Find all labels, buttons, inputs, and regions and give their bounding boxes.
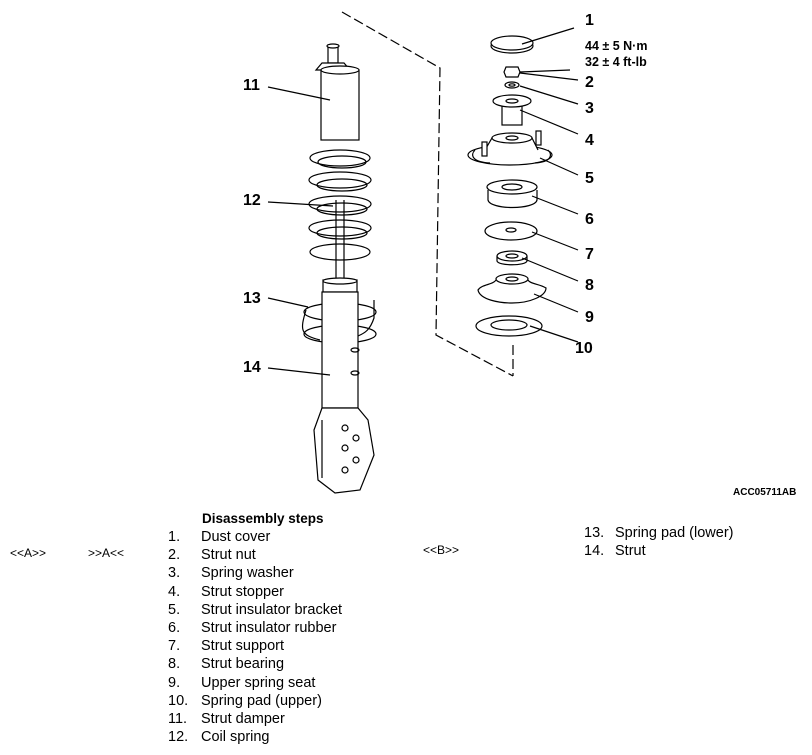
step-item: 5. Strut insulator bracket [160, 601, 342, 619]
reference-code: ACC05711AB [733, 487, 797, 498]
upper-spring-seat-part [477, 273, 547, 304]
callout-9: 9 [585, 309, 594, 326]
step-number: 13. [584, 525, 605, 541]
step-item: 7. Strut support [160, 637, 342, 655]
step-number: 5. [168, 601, 181, 618]
callout-13: 13 [243, 290, 261, 307]
callout-7: 7 [585, 246, 594, 263]
step-label: Coil spring [201, 729, 270, 746]
note-tag-b: <<B>> [423, 543, 460, 557]
step-number: 1. [168, 529, 181, 545]
callout-11: 11 [243, 77, 260, 94]
step-item: 13. Spring pad (lower) [578, 524, 733, 542]
callout-6: 6 [585, 211, 594, 228]
callout-10: 10 [575, 340, 593, 357]
step-item: 3. Spring washer [160, 564, 342, 582]
strut-bearing-part [496, 250, 528, 266]
strut-insulator-rubber-part [486, 179, 538, 209]
callout-8: 8 [585, 277, 594, 294]
strut-part [301, 277, 377, 494]
step-label: Strut insulator bracket [201, 601, 343, 618]
step-label: Strut stopper [201, 583, 285, 600]
torque-nm: 44 ± 5 N·m [585, 39, 647, 53]
strut-insulator-bracket-part [467, 130, 553, 166]
callout-labels: 1 44 ± 5 N·m 32 ± 4 ft-lb 2 3 4 5 6 7 8 … [243, 12, 647, 376]
step-label: Spring pad (lower) [615, 525, 734, 541]
callout-12: 12 [243, 192, 261, 209]
step-item: 14. Strut [578, 542, 733, 560]
strut-nut-part [503, 66, 521, 78]
step-item: 6. Strut insulator rubber [160, 619, 342, 637]
note-tag-a-left: <<A>> [10, 546, 47, 560]
strut-stopper-part [492, 94, 532, 126]
step-label: Spring pad (upper) [201, 692, 322, 709]
step-number: 6. [168, 619, 181, 636]
step-number: 12. [168, 729, 189, 746]
assembly-dash-line [341, 11, 514, 377]
step-item: 1. Dust cover [160, 528, 342, 546]
torque-ftlb: 32 ± 4 ft-lb [585, 55, 647, 69]
step-number: 7. [168, 638, 181, 655]
step-label: Strut insulator rubber [201, 619, 337, 636]
step-label: Strut bearing [201, 656, 285, 673]
callout-14: 14 [243, 359, 261, 376]
step-item: 11. Strut damper [160, 710, 342, 728]
step-label: Strut [615, 543, 646, 560]
step-number: 10. [168, 692, 189, 709]
steps-list-left: 1. Dust cover 2. Strut nut 3. Spring washer… [160, 528, 342, 746]
spring-pad-upper-part [475, 315, 543, 337]
leader-lines [267, 27, 579, 376]
step-label: Upper spring seat [201, 674, 316, 691]
step-label: Strut damper [201, 710, 285, 727]
spring-washer-part [504, 81, 520, 89]
strut-support-part [484, 221, 538, 241]
callout-2: 2 [585, 74, 594, 91]
step-label: Spring washer [201, 565, 294, 582]
steps-list-right: 13. Spring pad (lower) 14. Strut [578, 524, 733, 560]
step-item: 8. Strut bearing [160, 655, 342, 673]
step-number: 14. [584, 543, 605, 560]
step-number: 11. [168, 710, 188, 727]
step-number: 8. [168, 656, 181, 673]
step-item: 10. Spring pad (upper) [160, 692, 342, 710]
step-item: 12. Coil spring [160, 728, 342, 746]
callout-4: 4 [585, 132, 594, 149]
callout-1: 1 [585, 12, 594, 29]
exploded-strut-diagram: 1 44 ± 5 N·m 32 ± 4 ft-lb 2 3 4 5 6 7 8 … [243, 11, 647, 494]
callout-5: 5 [585, 170, 594, 187]
step-number: 4. [168, 583, 181, 600]
step-label: Strut nut [201, 547, 256, 564]
step-label: Dust cover [201, 529, 271, 545]
step-item: 9. Upper spring seat [160, 674, 342, 692]
disassembly-heading: Disassembly steps [202, 511, 324, 526]
note-tag-a-right: >>A<< [88, 546, 125, 560]
step-number: 9. [168, 674, 181, 691]
coil-spring-part [308, 149, 372, 280]
callout-3: 3 [585, 100, 594, 117]
dust-cover-part [490, 35, 534, 54]
strut-damper-part [314, 43, 360, 141]
step-number: 3. [168, 565, 181, 582]
step-number: 2. [168, 547, 181, 564]
step-label: Strut support [201, 638, 285, 655]
step-item: 2. Strut nut [160, 546, 342, 564]
step-item: 4. Strut stopper [160, 583, 342, 601]
